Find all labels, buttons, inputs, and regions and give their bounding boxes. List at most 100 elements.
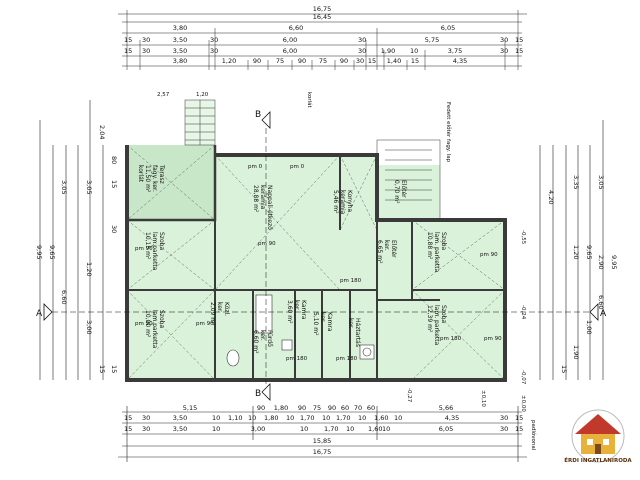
room-area: 28,88 m² [252, 185, 259, 213]
korlat-label: korlát [306, 92, 313, 109]
bottom-dim: 30 [142, 414, 150, 422]
bottom-dim: 5,66 [439, 404, 453, 412]
door-labels: pm 0 pm 0 pm 90 pm 90 pm 90 pm 180 pm 18… [135, 164, 502, 362]
room-area: 5,10 m² [312, 312, 319, 336]
left-dim: 1,20 [85, 262, 93, 276]
section-a-right-arrow [589, 303, 599, 321]
elev-right-top: -0,55 [520, 230, 526, 245]
bottom-dim: 1,60 [374, 414, 388, 422]
bottom-dim: 1,10 [228, 414, 242, 422]
bottom-dim: 4,35 [445, 414, 459, 422]
room-terasz: Terasz fagy. ker. 11,50 m² korlát [137, 164, 165, 193]
bottom-dim: 1,70 [300, 414, 314, 422]
top-dim: 75 [319, 57, 327, 65]
right-dim: 9,95 [610, 255, 618, 269]
door-code: pm 0 [290, 164, 305, 170]
right-dim: 1,00 [585, 320, 593, 334]
bottom-dim: 75 [313, 404, 321, 412]
room-szoba-2: Szoba lam.parketta 10,00 m² [144, 310, 165, 349]
room-haztartas: Háztartás ker. [347, 318, 361, 347]
sink-icon [359, 344, 375, 360]
section-a-left: A [36, 309, 43, 319]
room-szoba-3: Szoba lam. parketta 10,88 m² [426, 232, 447, 273]
door-code: pm 180 [286, 356, 308, 362]
padlo-label: padlóvonal [530, 420, 537, 451]
elev-right-mid: -0,24 [520, 305, 526, 320]
left-dim: 3,00 [85, 320, 93, 334]
left-dim: 80 [110, 156, 118, 164]
door-code: pm 90 [135, 246, 153, 252]
bottom-dim: 1,80 [274, 404, 288, 412]
bottom-dim: 15 [515, 414, 523, 422]
bottom-dim: 10 [382, 425, 390, 433]
room-area: 11,50 m² [144, 165, 151, 193]
bottom-dim: 10 [300, 425, 308, 433]
room-kozl: Közl. ker. 2,09 m² [209, 302, 230, 326]
top-dim: 75 [276, 57, 284, 65]
top-dim: 15 [124, 47, 132, 55]
top-dim: 30 [142, 36, 150, 44]
top-dim: 3,80 [173, 24, 187, 32]
door-code: pm 0 [248, 164, 263, 170]
left-dim: 9,65 [48, 245, 56, 259]
roof-icon [575, 414, 621, 434]
top-dim: 15 [515, 47, 523, 55]
room-name: Szoba [158, 310, 165, 328]
section-a-left-arrow [43, 303, 53, 321]
top-dim: 4,35 [453, 57, 467, 65]
elev-bottom2: ±0,10 [480, 390, 486, 407]
left-dimension-labels: 2,04 80 3,05 3,05 15 9,95 9,65 30 6,60 1… [35, 125, 118, 373]
elev-bottom3: ±0,00 [520, 395, 526, 412]
bottom-dim: 10 [322, 414, 330, 422]
bottom-dim: 10 [212, 425, 220, 433]
room-floor: ker. [293, 300, 300, 311]
agency-logo [571, 409, 625, 463]
bathtub-icon [255, 294, 273, 334]
left-dim: 30 [110, 225, 118, 233]
top-dim: 6,00 [283, 36, 297, 44]
room-area: 2,09 m² [209, 302, 216, 326]
right-dim: 3,35 [572, 175, 580, 189]
room-floor: ker. [383, 240, 390, 251]
left-dim: 6,60 [60, 290, 68, 304]
right-dim: 6,60 [597, 295, 605, 309]
top-dim: 30 [358, 36, 366, 44]
top-dim: 15 [411, 57, 419, 65]
room-extra: korlát [137, 165, 144, 183]
bottom-dim: 60 [341, 404, 349, 412]
washbasin-icon [281, 339, 293, 351]
toilet-icon [226, 349, 240, 367]
top-dim: 30 [500, 36, 508, 44]
left-dim: 3,05 [85, 180, 93, 194]
floor-area [127, 145, 505, 380]
room-name: Szoba [440, 232, 447, 250]
bottom-dim: 1,60 [368, 425, 382, 433]
top-dim: 6,05 [441, 24, 455, 32]
room-eloter: Előtér ker. 6,65 m² [376, 240, 397, 264]
door-code: pm 90 [480, 252, 498, 258]
room-area: 10,00 m² [144, 310, 151, 338]
right-dim: 15 [560, 365, 568, 373]
top-dim: 1,90 [381, 47, 395, 55]
bottom-dim: 90 [298, 404, 306, 412]
section-b-bottom: B [255, 389, 261, 399]
section-b-top: B [255, 110, 261, 120]
bottom-dim: 15 [515, 425, 523, 433]
section-b-top-arrow [261, 111, 271, 129]
room-floor: lam. parketta [433, 232, 440, 273]
bottom-dim: 10 [286, 414, 294, 422]
room-area: 10,88 m² [426, 232, 433, 260]
top-dim: 10 [410, 47, 418, 55]
room-floor: lam.parketta [151, 310, 158, 349]
top-row1: 16,45 [313, 13, 332, 21]
bottom-dim: 10 [394, 414, 402, 422]
elev-right-low: -0,07 [520, 370, 526, 385]
left-dimensions [39, 100, 104, 380]
top-dim: 3,50 [173, 36, 187, 44]
left-dim: 9,95 [35, 245, 43, 259]
room-floor: kerámia [339, 190, 346, 215]
room-area: 12,39 m² [426, 305, 433, 333]
bottom-dim: 30 [500, 425, 508, 433]
top-dim: 1,40 [387, 57, 401, 65]
